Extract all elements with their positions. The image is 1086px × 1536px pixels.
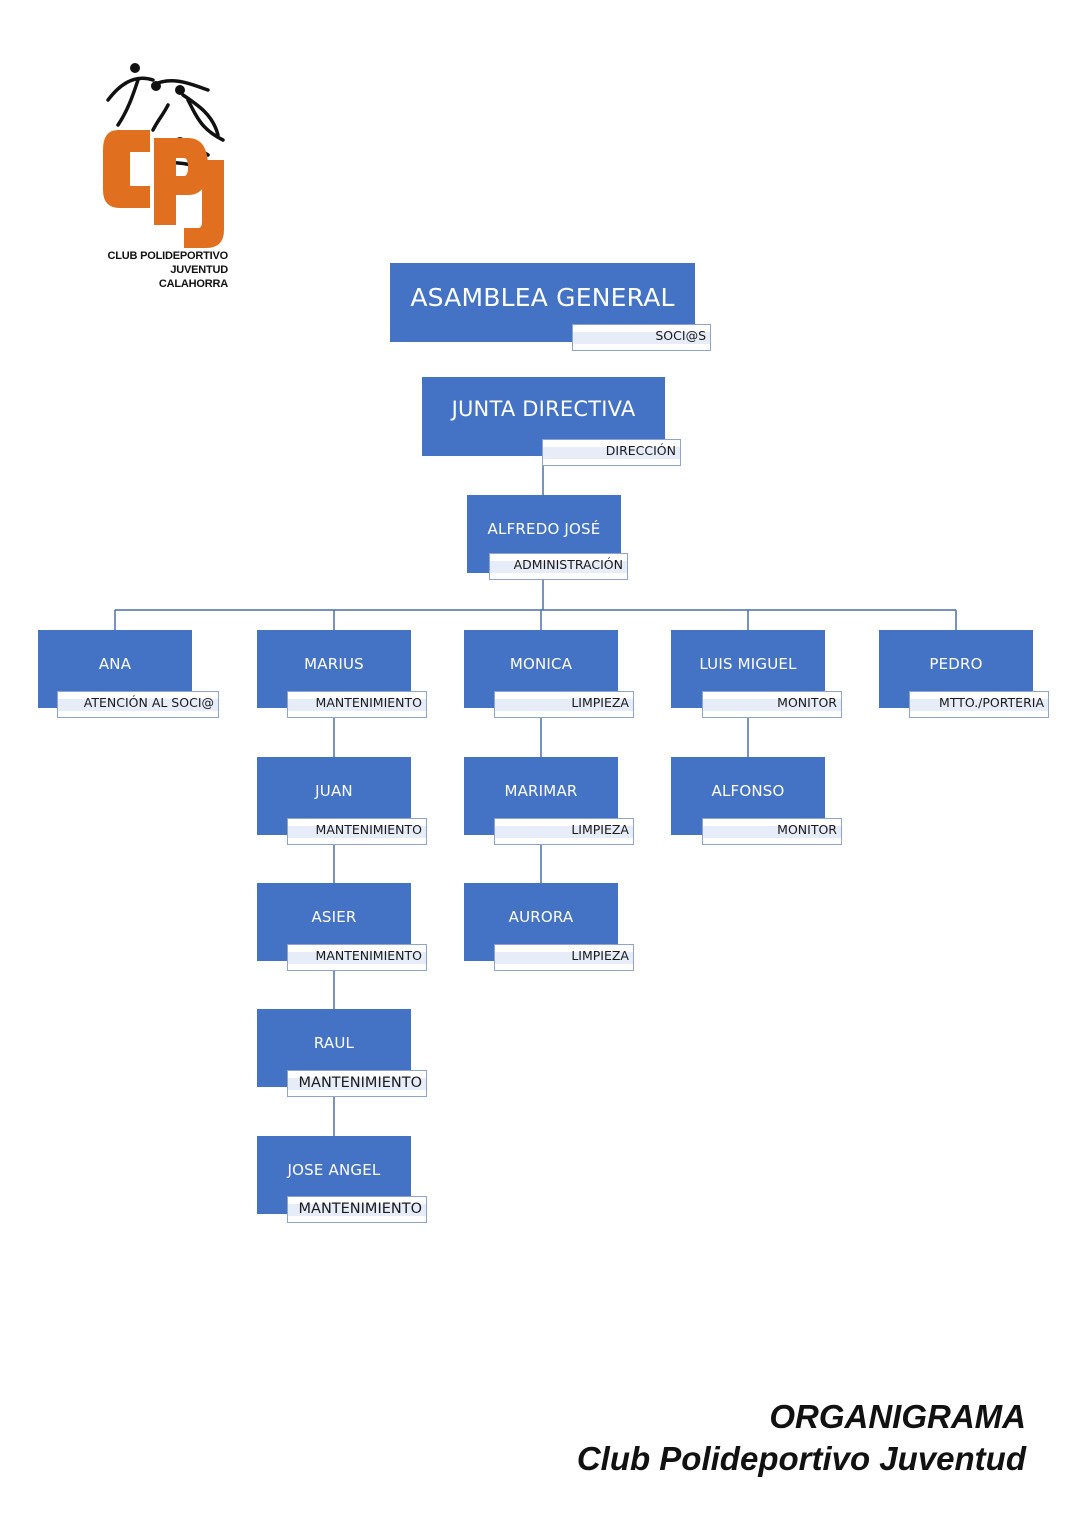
node-name: JOSE ANGEL	[287, 1161, 381, 1179]
logo-text-line2: JUVENTUD	[170, 264, 228, 276]
role-text: MANTENIMIENTO	[315, 948, 422, 963]
document-title: ORGANIGRAMA	[769, 1398, 1026, 1435]
role-label: MANTENIMIENTO	[287, 1196, 427, 1223]
club-logo: CLUB POLIDEPORTIVO JUVENTUD CALAHORRA	[98, 60, 228, 292]
role-label: DIRECCIÓN	[542, 439, 681, 466]
role-label: MANTENIMIENTO	[287, 691, 427, 718]
logo-text-line1: CLUB POLIDEPORTIVO	[107, 250, 229, 262]
role-text: LIMPIEZA	[571, 948, 629, 963]
role-label: MANTENIMIENTO	[287, 1070, 427, 1097]
role-label: ADMINISTRACIÓN	[489, 553, 628, 580]
node-name: ANA	[98, 655, 132, 673]
role-text: MONITOR	[777, 822, 837, 837]
node-name: PEDRO	[929, 655, 983, 673]
role-text: MANTENIMIENTO	[298, 1201, 422, 1217]
logo-graphic	[103, 63, 225, 248]
role-text: ATENCIÓN AL SOCI@	[83, 695, 214, 710]
role-label: MANTENIMIENTO	[287, 818, 427, 845]
role-text: MANTENIMIENTO	[298, 1075, 422, 1091]
node-name: JUNTA DIRECTIVA	[451, 397, 636, 421]
node-name: MONICA	[509, 655, 573, 673]
role-text: LIMPIEZA	[571, 695, 629, 710]
role-label: LIMPIEZA	[494, 818, 634, 845]
node-name: ALFONSO	[711, 782, 785, 800]
node-name: ASIER	[311, 908, 357, 926]
node-name: RAUL	[313, 1034, 355, 1052]
node-name: AURORA	[508, 908, 574, 926]
document-subtitle: Club Polideportivo Juventud	[576, 1440, 1026, 1477]
role-label: SOCI@S	[572, 324, 711, 351]
node-name: MARIMAR	[504, 782, 578, 800]
logo-letters	[103, 130, 224, 248]
role-label: MONITOR	[702, 691, 842, 718]
node-name: ALFREDO JOSÉ	[487, 520, 601, 538]
role-label: MTTO./PORTERIA	[909, 691, 1049, 718]
role-text: DIRECCIÓN	[605, 443, 676, 458]
role-text: SOCI@S	[655, 328, 706, 343]
role-text: MTTO./PORTERIA	[939, 695, 1044, 710]
role-label: MANTENIMIENTO	[287, 944, 427, 971]
node-name: ASAMBLEA GENERAL	[410, 283, 675, 312]
role-label: LIMPIEZA	[494, 944, 634, 971]
role-text: LIMPIEZA	[571, 822, 629, 837]
role-label: MONITOR	[702, 818, 842, 845]
role-text: MONITOR	[777, 695, 837, 710]
role-label: ATENCIÓN AL SOCI@	[57, 691, 219, 718]
role-text: ADMINISTRACIÓN	[513, 557, 623, 572]
node-name: LUIS MIGUEL	[699, 655, 797, 673]
node-name: MARIUS	[304, 655, 364, 673]
role-text: MANTENIMIENTO	[315, 822, 422, 837]
node-name: JUAN	[315, 782, 353, 800]
role-text: MANTENIMIENTO	[315, 695, 422, 710]
role-label: LIMPIEZA	[494, 691, 634, 718]
logo-text-line3: CALAHORRA	[158, 278, 228, 290]
